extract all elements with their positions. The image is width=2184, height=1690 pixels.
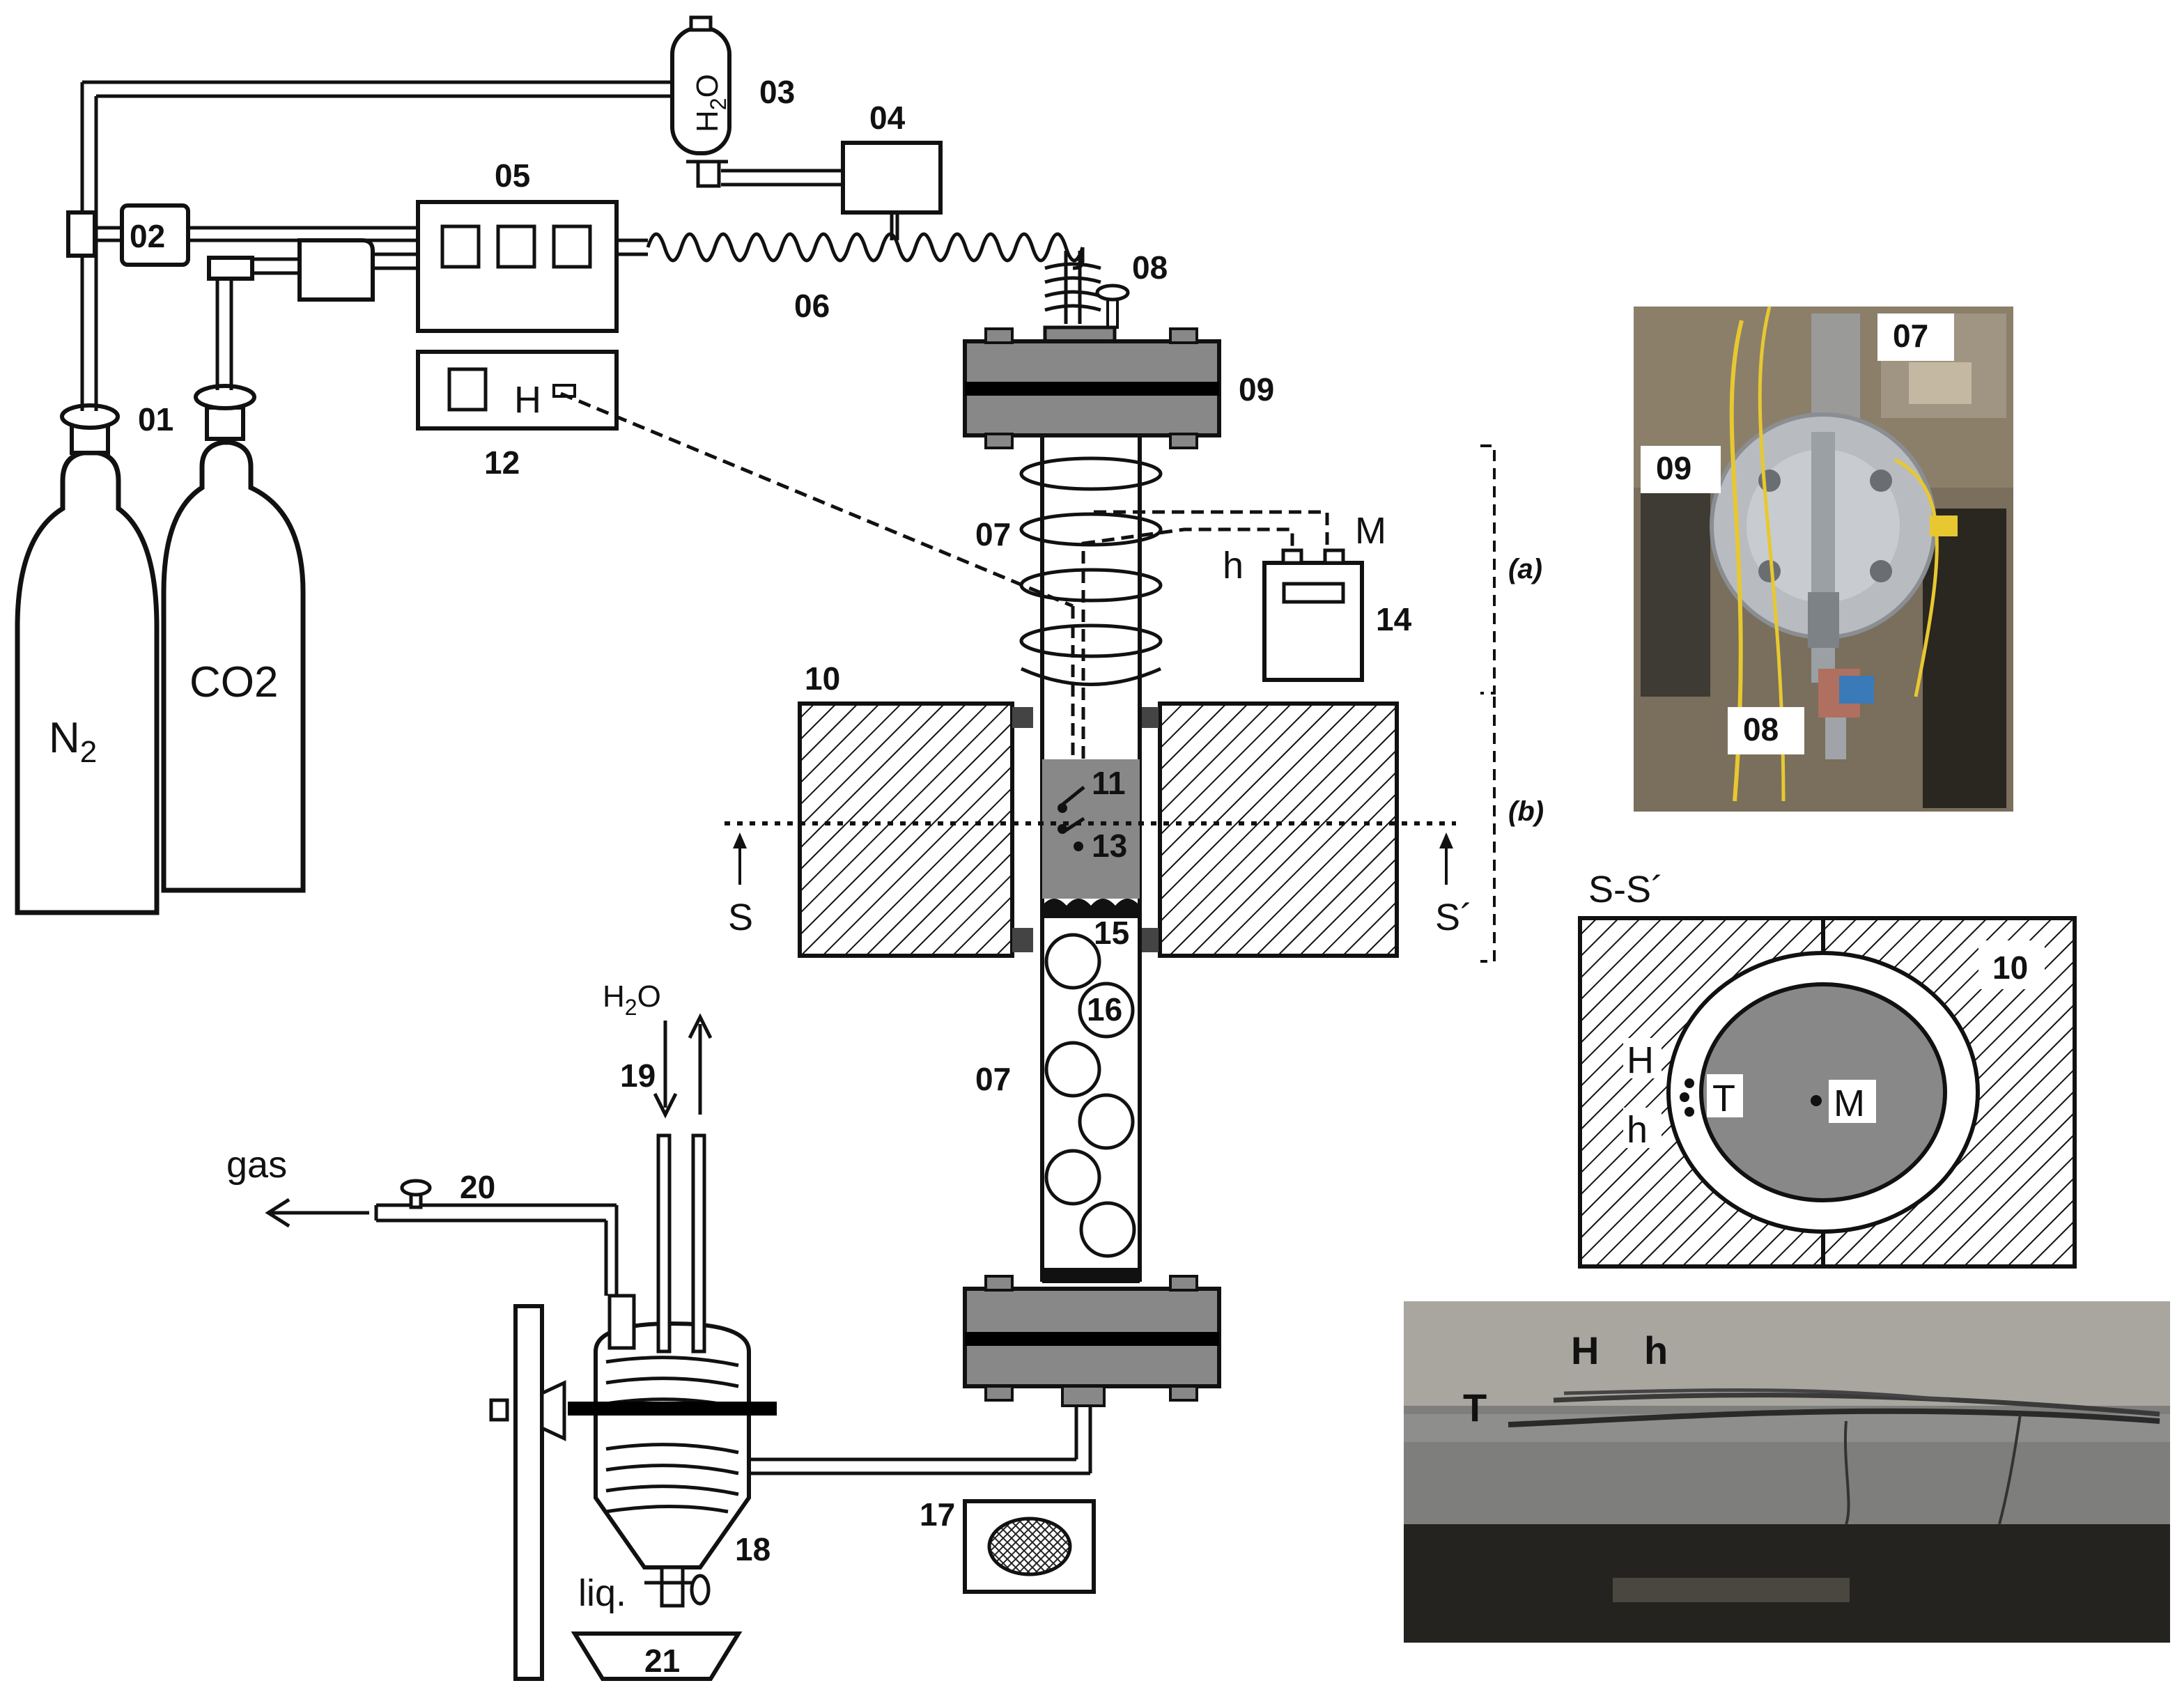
label-07-upper: 07 xyxy=(975,516,1011,552)
box-02 xyxy=(120,203,190,267)
section-line-s xyxy=(725,821,1456,885)
section-H: H xyxy=(1627,1039,1654,1081)
label-18: 18 xyxy=(735,1531,770,1567)
label-07-lower: 07 xyxy=(975,1061,1011,1097)
label-16: 16 xyxy=(1087,991,1122,1028)
condenser-18 xyxy=(568,1321,777,1608)
photo-label-08: 08 xyxy=(1743,711,1779,747)
label-13: 13 xyxy=(1092,828,1127,864)
label-01: 01 xyxy=(138,401,173,437)
preheater-coil-06 xyxy=(646,232,1101,324)
reactor-tube-07-upper xyxy=(1019,435,1163,700)
multimeter-M: M xyxy=(1355,510,1386,552)
section-h: h xyxy=(1627,1109,1648,1151)
h2o-tank-03 xyxy=(670,15,731,188)
section-M: M xyxy=(1834,1083,1865,1124)
label-08: 08 xyxy=(1132,249,1168,286)
section-view xyxy=(1578,916,2077,1269)
photo-tag-H: H xyxy=(1571,1328,1599,1372)
co2-label: CO2 xyxy=(189,658,278,706)
label-17: 17 xyxy=(920,1496,955,1533)
label-11: 11 xyxy=(1092,765,1126,801)
region-b-label: (b) xyxy=(1508,796,1544,827)
label-03: 03 xyxy=(759,74,795,110)
n2-label: N2 xyxy=(49,714,97,769)
co2-cylinder xyxy=(161,384,306,893)
outlet-pipe xyxy=(742,1406,1092,1475)
label-04: 04 xyxy=(869,100,906,136)
gas-outlet-20 xyxy=(265,1179,619,1296)
n2-valve xyxy=(66,210,97,258)
multimeter-h: h xyxy=(1223,545,1244,587)
photo-label-09: 09 xyxy=(1656,450,1691,486)
box-12-H: H xyxy=(514,379,541,421)
reactor-tube-07-furnace xyxy=(1040,700,1142,1282)
cooling-water-arrows xyxy=(653,1013,713,1119)
h2o-tank-label: H2O xyxy=(690,74,731,132)
multimeter-14 xyxy=(1262,548,1364,682)
photo-tag-T: T xyxy=(1463,1386,1487,1429)
label-20: 20 xyxy=(460,1169,495,1205)
label-19: 19 xyxy=(620,1057,656,1094)
section-title: S-S´ xyxy=(1588,869,1664,910)
label-21: 21 xyxy=(644,1643,680,1679)
co2-valve xyxy=(207,256,254,281)
label-gas: gas xyxy=(226,1144,287,1186)
flange-09-top xyxy=(963,325,1221,449)
cooling-h2o-label: H2O xyxy=(603,979,661,1020)
cooling-water-19 xyxy=(607,1133,706,1354)
flange-lower xyxy=(963,1268,1221,1407)
region-a-label: (a) xyxy=(1508,554,1542,584)
section-s-left: S xyxy=(728,897,753,938)
photo-flange-assembly xyxy=(1634,306,2013,812)
box-04-pump xyxy=(841,141,943,215)
label-05: 05 xyxy=(495,157,530,194)
packing-spheres-16 xyxy=(1044,933,1136,1258)
section-10: 10 xyxy=(1992,949,2028,986)
label-06: 06 xyxy=(794,288,830,324)
region-brackets xyxy=(1480,444,1496,963)
co2-regulator xyxy=(297,238,375,302)
label-14: 14 xyxy=(1376,601,1412,637)
label-12: 12 xyxy=(484,444,520,481)
collection-vessel-21 xyxy=(571,1631,743,1681)
gas-pipes xyxy=(80,80,899,411)
valve-08 xyxy=(1095,284,1130,329)
photo-label-07: 07 xyxy=(1893,318,1928,354)
label-10: 10 xyxy=(805,660,840,697)
label-09: 09 xyxy=(1239,371,1274,408)
label-15: 15 xyxy=(1094,915,1129,951)
photo-tube-thermocouples xyxy=(1404,1301,2170,1643)
furnace-10 xyxy=(798,701,1399,958)
filter-17 xyxy=(963,1499,1096,1594)
photo-tag-h: h xyxy=(1644,1328,1668,1372)
box-12-controller xyxy=(416,350,619,431)
box-05-flow-controller xyxy=(416,200,619,333)
lab-stand xyxy=(489,1304,566,1681)
section-s-right: S´ xyxy=(1435,897,1473,938)
section-T: T xyxy=(1712,1078,1735,1119)
label-02: 02 xyxy=(130,218,165,254)
n2-cylinder xyxy=(15,403,160,915)
label-liq: liq. xyxy=(578,1572,626,1614)
